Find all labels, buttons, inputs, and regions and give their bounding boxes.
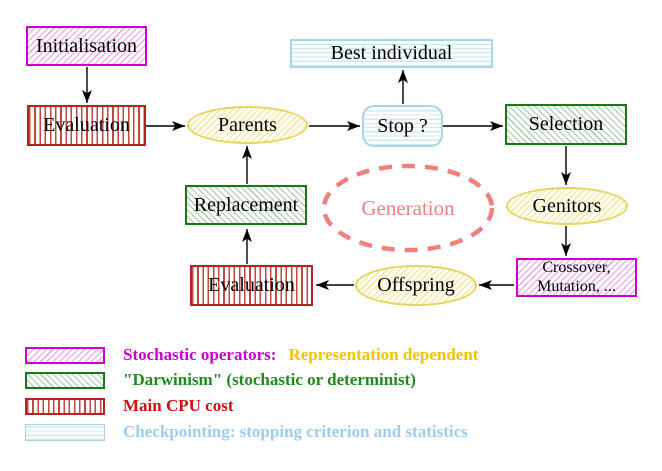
node-evaluation-top: Evaluation (27, 105, 146, 146)
legend-swatch-checkpointing (25, 423, 105, 441)
node-initialisation: Initialisation (26, 26, 147, 66)
legend-label-representation-dependent: Representation dependent (288, 345, 479, 364)
node-offspring: Offspring (355, 265, 477, 306)
node-crossover-line1: Crossover, (542, 259, 611, 277)
legend-label-darwinism: "Darwinism" (stochastic or determinist) (123, 370, 416, 389)
node-stop-label: Stop ? (377, 114, 428, 137)
node-evaluation-bottom: Evaluation (190, 265, 313, 306)
node-parents-label: Parents (218, 113, 277, 136)
node-replacement-label: Replacement (193, 193, 299, 216)
node-stop: Stop ? (362, 105, 443, 147)
node-best-individual-label: Best individual (330, 42, 453, 64)
legend-row-darwinism: "Darwinism" (stochastic or determinist) (25, 370, 416, 389)
node-evaluation-top-label: Evaluation (43, 114, 130, 136)
node-best-individual: Best individual (290, 39, 493, 68)
node-generation-label: Generation (361, 195, 455, 220)
legend-row-main-cpu-cost: Main CPU cost (25, 396, 234, 415)
node-generation: Generation (338, 194, 478, 222)
node-evaluation-bottom-label: Evaluation (208, 274, 295, 296)
node-initialisation-label: Initialisation (35, 34, 138, 57)
legend-row-checkpointing: Checkpointing: stopping criterion and st… (25, 422, 468, 441)
node-parents: Parents (187, 106, 308, 144)
node-offspring-label: Offspring (377, 274, 455, 296)
legend-row-stochastic-operators: Stochastic operators: Representation dep… (25, 345, 479, 364)
legend-swatch-darwinism (25, 371, 105, 389)
node-crossover-line2: Mutation, ... (537, 277, 616, 295)
node-selection-label: Selection (528, 113, 604, 135)
legend-label-stochastic-operators: Stochastic operators: (123, 345, 277, 364)
legend-label-checkpointing: Checkpointing: stopping criterion and st… (123, 422, 468, 441)
node-selection: Selection (505, 104, 627, 145)
node-crossover-mutation: Crossover, Mutation, ... (516, 258, 637, 297)
legend-swatch-main-cpu-cost (25, 397, 105, 415)
node-replacement: Replacement (185, 185, 307, 225)
node-genitors-label: Genitors (532, 194, 602, 217)
node-genitors: Genitors (506, 187, 628, 225)
legend-label-main-cpu-cost: Main CPU cost (123, 396, 234, 415)
generation-dashed-ellipse (321, 163, 495, 253)
legend-swatch-stochastic-operators (25, 346, 105, 364)
